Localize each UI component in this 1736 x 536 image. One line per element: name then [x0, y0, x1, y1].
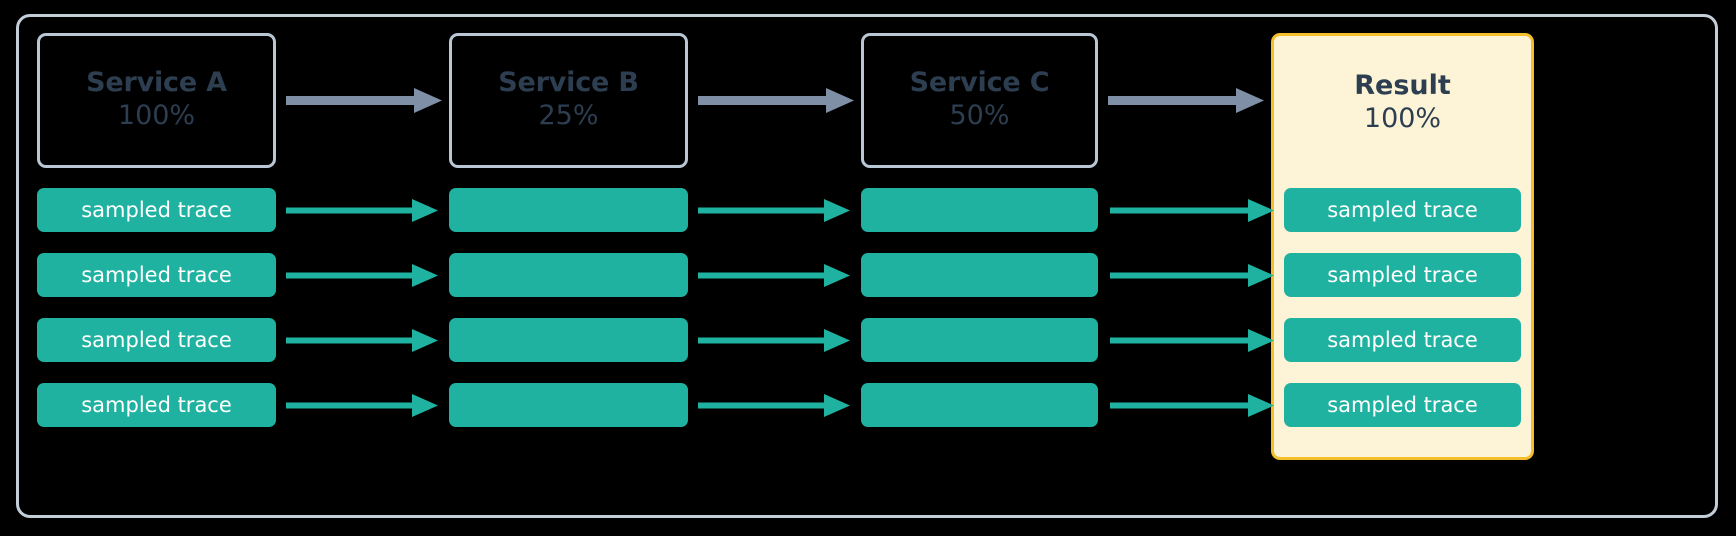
trace-bar-row2-result[interactable]: sampled trace [1284, 253, 1521, 297]
trace-bar-row1-result[interactable]: sampled trace [1284, 188, 1521, 232]
trace-bar-row1-service-b[interactable] [449, 188, 688, 232]
trace-arrow-row2-c-to-result-icon [1110, 264, 1274, 287]
trace-arrow-row3-b-to-c-icon [698, 329, 850, 352]
node-service-a-title: Service A [86, 67, 227, 99]
trace-bar-row2-service-b[interactable] [449, 253, 688, 297]
trace-bar-row1-service-a[interactable]: sampled trace [37, 188, 276, 232]
trace-bar-label: sampled trace [1327, 262, 1478, 287]
trace-bar-label: sampled trace [81, 392, 232, 417]
node-service-c-title: Service C [909, 67, 1050, 99]
trace-bar-row3-result[interactable]: sampled trace [1284, 318, 1521, 362]
trace-bar-label: sampled trace [81, 327, 232, 352]
trace-bar-label: sampled trace [1327, 197, 1478, 222]
node-service-b[interactable]: Service B 25% [449, 33, 688, 168]
trace-arrow-row2-b-to-c-icon [698, 264, 850, 287]
trace-arrow-row1-a-to-b-icon [286, 199, 438, 222]
trace-bar-row1-service-c[interactable] [861, 188, 1098, 232]
trace-arrow-row4-b-to-c-icon [698, 394, 850, 417]
node-service-a[interactable]: Service A 100% [37, 33, 276, 168]
trace-arrow-row4-c-to-result-icon [1110, 394, 1274, 417]
trace-bar-row4-service-b[interactable] [449, 383, 688, 427]
trace-bar-row3-service-c[interactable] [861, 318, 1098, 362]
node-service-b-title: Service B [498, 67, 639, 99]
trace-bar-row3-service-a[interactable]: sampled trace [37, 318, 276, 362]
trace-arrow-row1-b-to-c-icon [698, 199, 850, 222]
trace-arrow-row2-a-to-b-icon [286, 264, 438, 287]
trace-bar-label: sampled trace [1327, 327, 1478, 352]
flow-arrow-b-to-c-icon [698, 88, 854, 113]
trace-bar-label: sampled trace [1327, 392, 1478, 417]
node-service-c[interactable]: Service C 50% [861, 33, 1098, 168]
node-service-b-percent: 25% [538, 100, 599, 132]
flow-arrow-a-to-b-icon [286, 88, 442, 113]
node-service-c-percent: 50% [949, 100, 1010, 132]
diagram-outer-frame [16, 14, 1718, 518]
trace-bar-row3-service-b[interactable] [449, 318, 688, 362]
node-result-header: Result 100% [1274, 36, 1531, 171]
trace-bar-label: sampled trace [81, 262, 232, 287]
trace-arrow-row4-a-to-b-icon [286, 394, 438, 417]
trace-arrow-row3-c-to-result-icon [1110, 329, 1274, 352]
trace-bar-row2-service-c[interactable] [861, 253, 1098, 297]
flow-arrow-c-to-result-icon [1108, 88, 1264, 113]
trace-arrow-row1-c-to-result-icon [1110, 199, 1274, 222]
trace-bar-row2-service-a[interactable]: sampled trace [37, 253, 276, 297]
node-result-percent: 100% [1363, 103, 1442, 135]
trace-bar-row4-service-a[interactable]: sampled trace [37, 383, 276, 427]
node-service-a-percent: 100% [117, 100, 196, 132]
trace-bar-row4-service-c[interactable] [861, 383, 1098, 427]
trace-bar-label: sampled trace [81, 197, 232, 222]
trace-arrow-row3-a-to-b-icon [286, 329, 438, 352]
trace-bar-row4-result[interactable]: sampled trace [1284, 383, 1521, 427]
node-result-title: Result [1354, 70, 1451, 102]
